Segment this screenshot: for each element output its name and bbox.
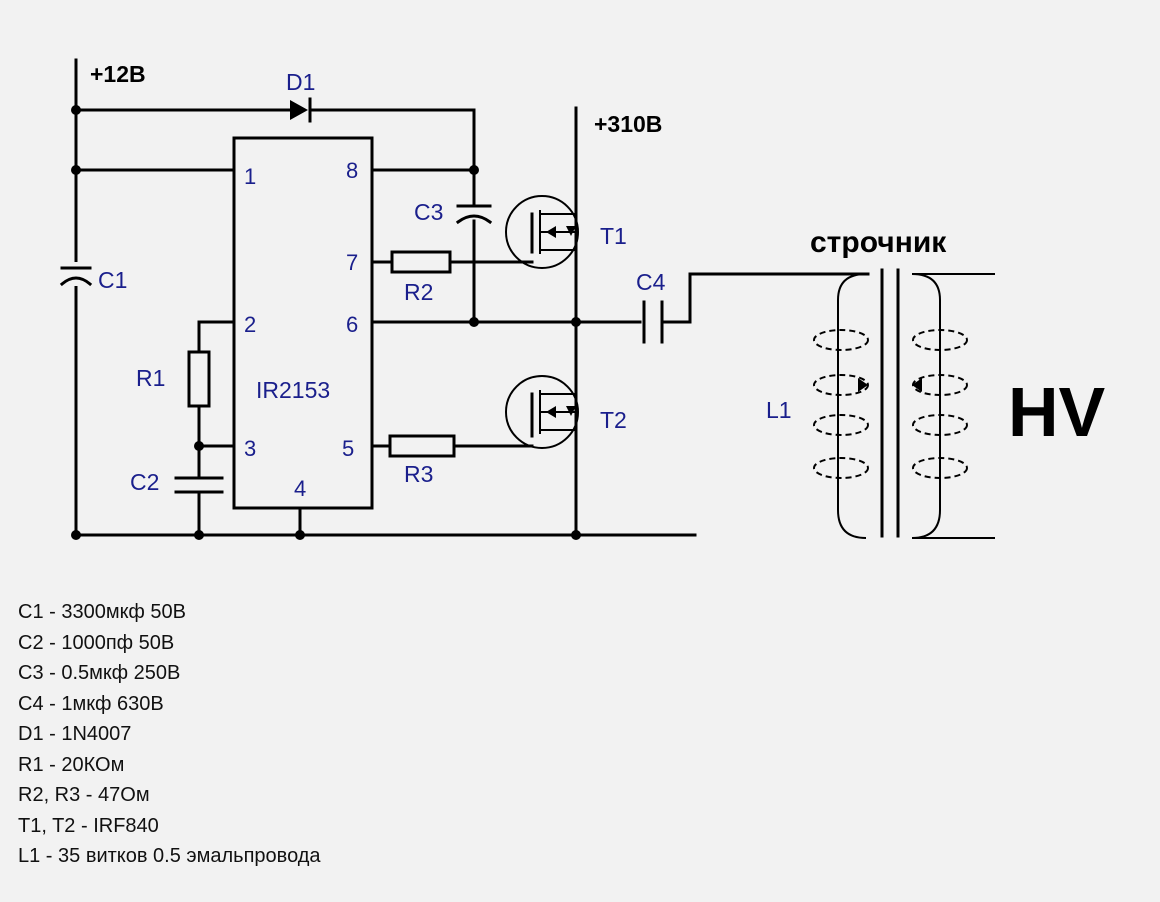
t1-label: T1 (600, 223, 627, 249)
parts-list-item: L1 - 35 витков 0.5 эмальпровода (18, 845, 321, 867)
resistor-r3 (388, 434, 456, 458)
capacitor-c3 (455, 204, 493, 225)
parts-list-item: C4 - 1мкф 630В (18, 692, 164, 715)
parts-list-item: R1 - 20КОм (18, 753, 125, 776)
supply-12v-label: +12В (90, 61, 146, 87)
parts-list-item: R2, R3 - 47Ом (18, 784, 150, 806)
capacitor-c2 (174, 476, 224, 494)
mosfet-t2 (505, 375, 579, 449)
ic-pin-8: 8 (346, 158, 358, 183)
supply-310v-label: +310В (594, 111, 662, 137)
ic-name-label: IR2153 (256, 377, 330, 403)
capacitor-c1 (59, 262, 94, 287)
ic-pin-4: 4 (294, 476, 306, 501)
parts-list-item: D1 - 1N4007 (18, 723, 132, 745)
ic-pin-5: 5 (342, 436, 354, 461)
capacitor-c4 (642, 300, 664, 344)
c2-label: C2 (130, 469, 159, 495)
transformer (813, 268, 995, 539)
hv-output-label: HV (1008, 373, 1106, 451)
junction-dots (71, 105, 581, 540)
parts-list-item: T1, T2 - IRF840 (18, 814, 159, 837)
ic-pin-7: 7 (346, 250, 358, 275)
c1-label: C1 (98, 267, 127, 293)
parts-list: C1 - 3300мкф 50В C2 - 1000пф 50В C3 - 0.… (18, 597, 321, 872)
c4-label: C4 (636, 269, 666, 295)
parts-list-item: C3 - 0.5мкф 250В (18, 662, 181, 684)
diode-d1 (290, 97, 312, 123)
ic-pin-6: 6 (346, 312, 358, 337)
c3-label: C3 (414, 199, 443, 225)
parts-list-item: C2 - 1000пф 50В (18, 631, 175, 654)
l1-label: L1 (766, 397, 792, 423)
r3-label: R3 (404, 461, 433, 487)
mosfet-t1 (505, 195, 579, 269)
resistor-r1 (187, 350, 211, 408)
t2-label: T2 (600, 407, 627, 433)
ic-pin-2: 2 (244, 312, 256, 337)
transformer-label: строчник (810, 226, 947, 259)
parts-list-item: C1 - 3300мкф 50В (18, 601, 186, 623)
r2-label: R2 (404, 279, 433, 305)
ic-pin-1: 1 (244, 164, 256, 189)
ic-pin-3: 3 (244, 436, 256, 461)
resistor-r2 (390, 250, 452, 274)
r1-label: R1 (136, 365, 165, 391)
d1-label: D1 (286, 69, 315, 95)
